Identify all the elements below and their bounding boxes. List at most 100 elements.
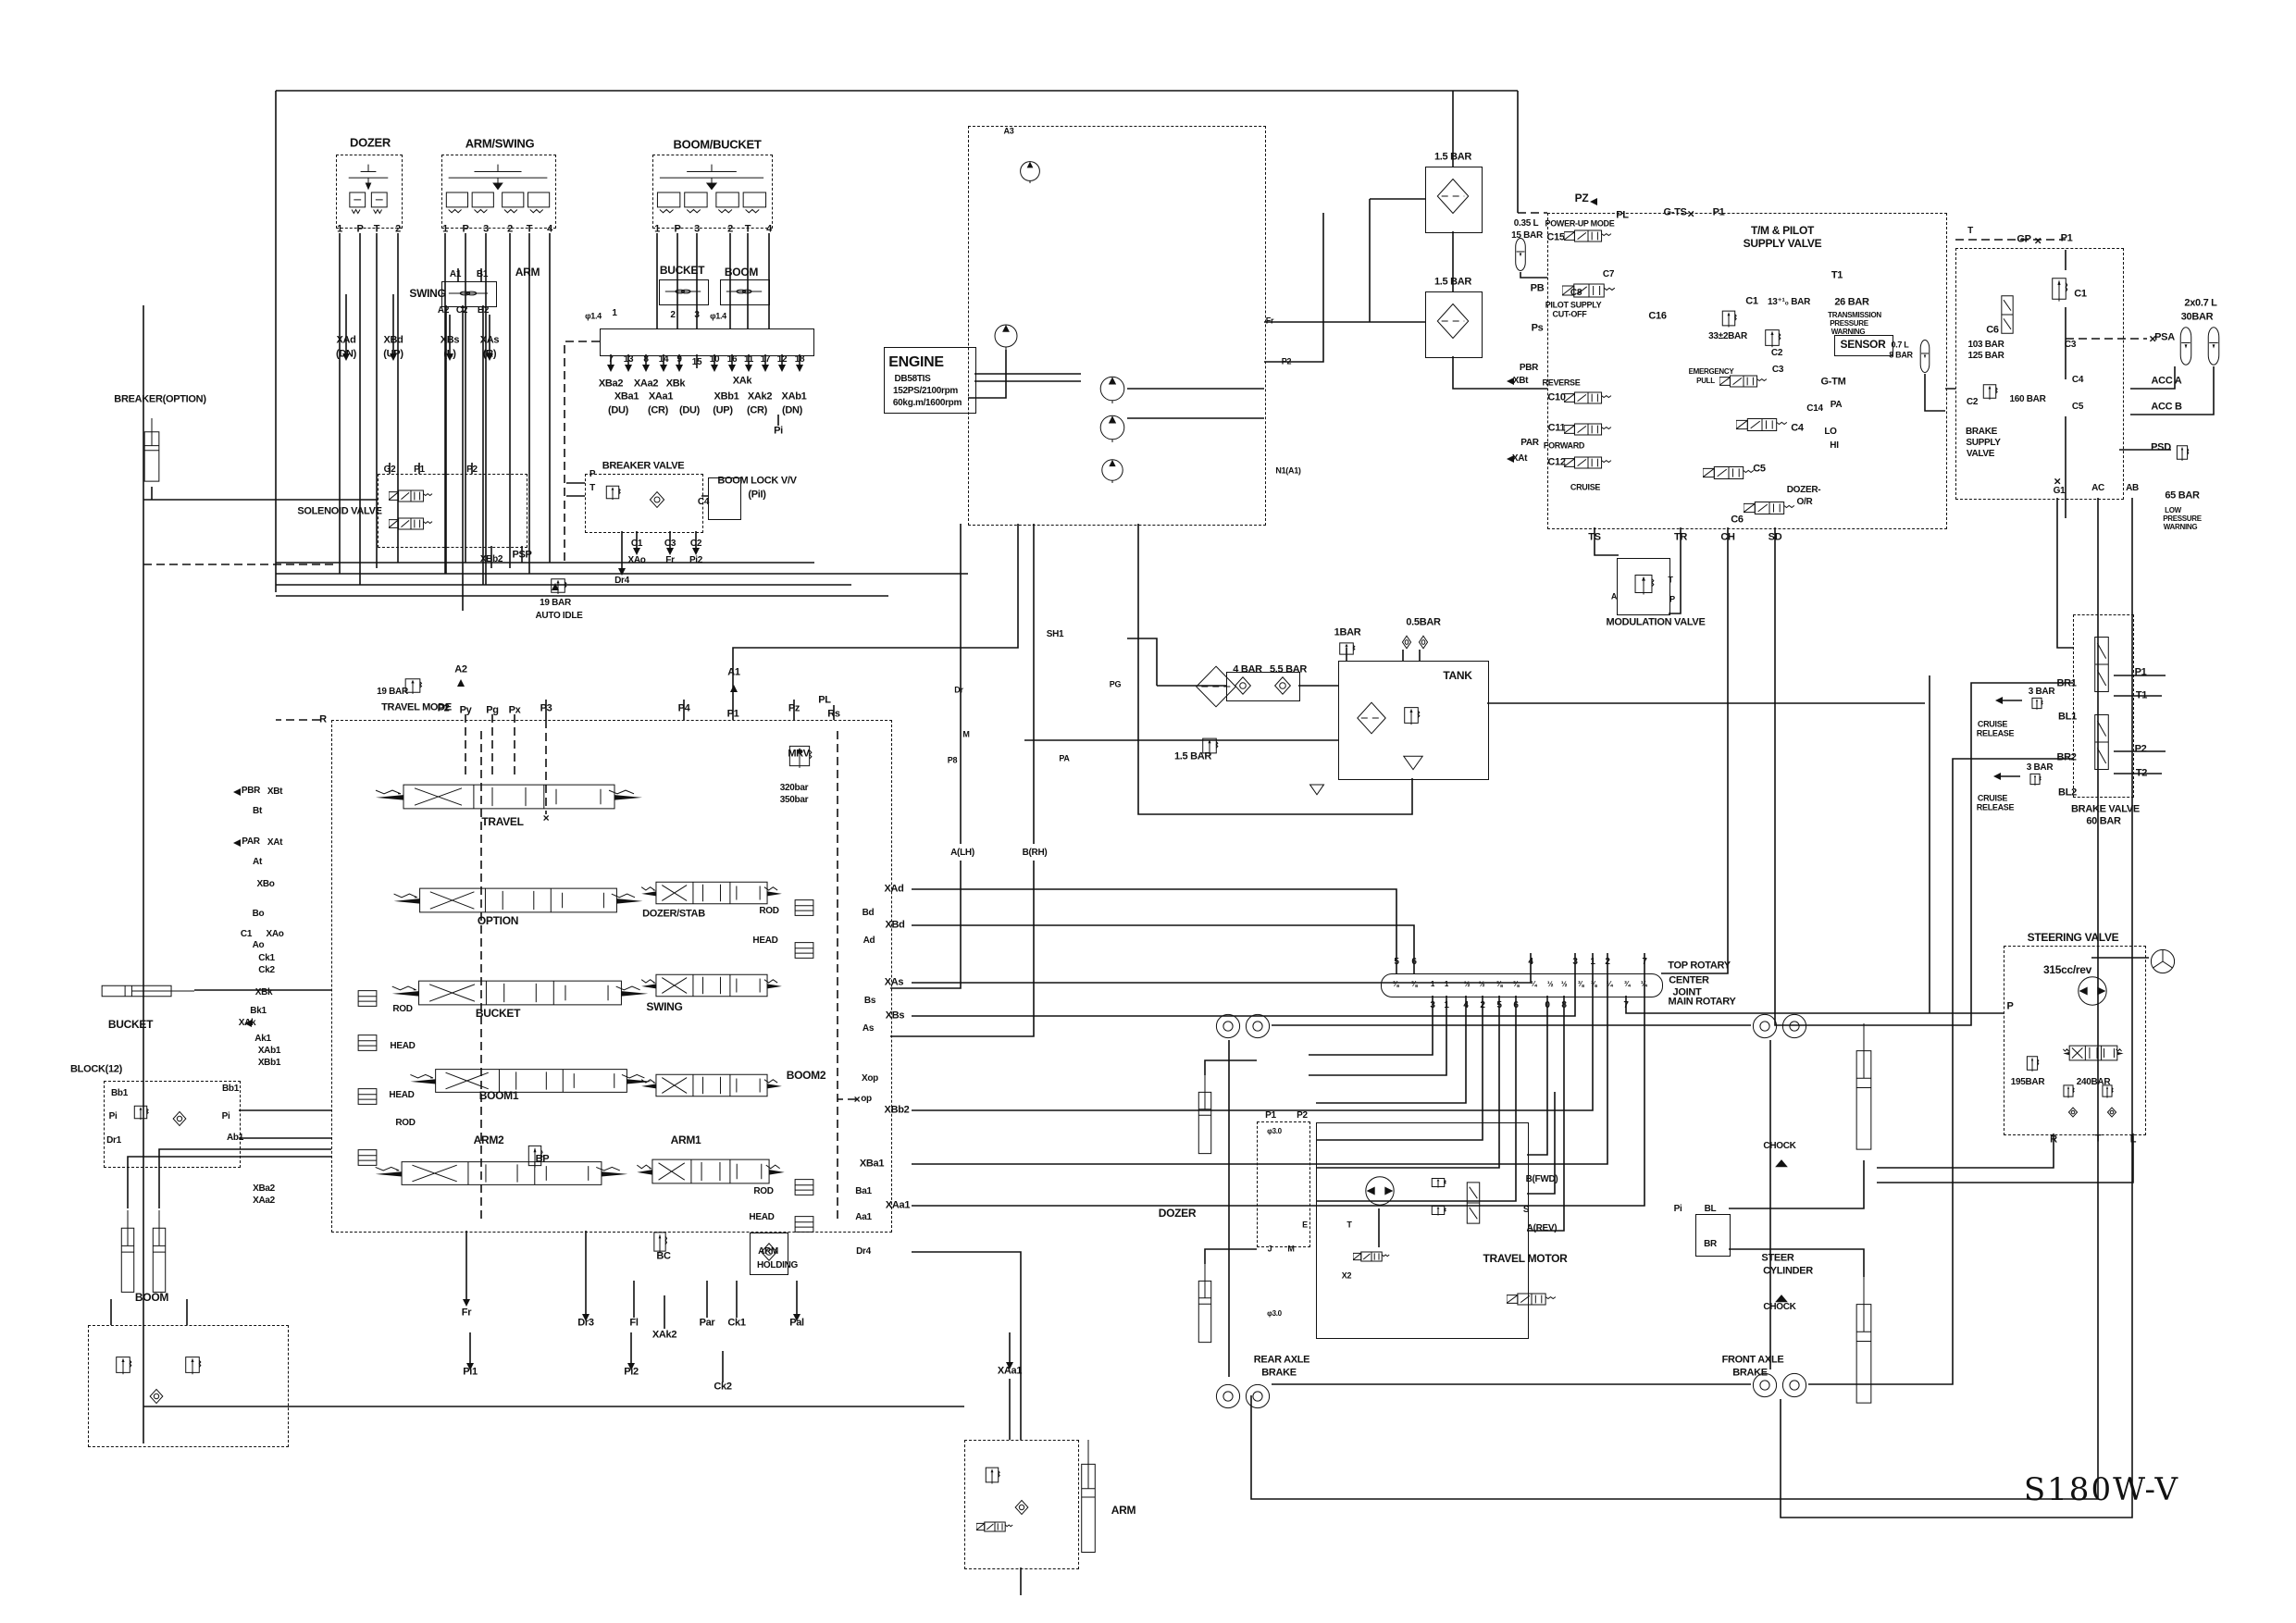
mcv-dozerstab-label: DOZER/STAB xyxy=(642,908,705,920)
main-pump-box xyxy=(968,126,1266,526)
diagram-label: N1(A1) xyxy=(1275,465,1301,476)
diagram-label: 5.5 BAR xyxy=(1269,663,1308,675)
diagram-label: CHOCK xyxy=(1763,1302,1796,1312)
diagram-label: XAo xyxy=(266,929,284,939)
diagram-label: T xyxy=(373,223,380,235)
diagram-label: XBb1 xyxy=(714,390,739,403)
diagram-label: L xyxy=(2129,1134,2137,1146)
block12-box xyxy=(104,1081,241,1168)
diagram-label: CUT-OFF xyxy=(1552,309,1587,319)
solid-wires xyxy=(110,90,2215,1595)
diagram-label: T xyxy=(1668,575,1673,585)
diagram-label: Dr3 xyxy=(577,1317,594,1329)
diagram-label: 4 BAR xyxy=(1233,663,1262,675)
check-icon xyxy=(1013,1499,1030,1516)
boom-cylinder-2-icon xyxy=(148,1210,170,1299)
diagram-label: ROD xyxy=(759,906,779,916)
diagram-label: XAo xyxy=(627,555,646,565)
diagram-label: 12 xyxy=(776,354,788,365)
diagram-label: C5 xyxy=(1753,463,1766,475)
diagram-label: ½ xyxy=(1478,980,1485,988)
gear-pump-icon xyxy=(1099,457,1125,483)
boom-cylinder-label: BOOM xyxy=(134,1291,169,1304)
diagram-label: A1 xyxy=(449,269,462,279)
engine-box xyxy=(884,347,976,414)
diagram-label: 19 BAR xyxy=(377,687,408,697)
diagram-label: × xyxy=(2149,331,2156,346)
diagram-label: 1 xyxy=(1430,980,1435,988)
diagram-label: XBa2 xyxy=(598,378,624,390)
diagram-label: P8 xyxy=(947,755,958,765)
diagram-label: P1 xyxy=(726,708,739,720)
boom1-spool-icon xyxy=(405,1060,657,1101)
diagram-label: XBa1 xyxy=(614,390,639,403)
wheel-icon xyxy=(1214,1382,1242,1410)
boom-cylinder-1-icon xyxy=(117,1210,139,1299)
diagram-label: AC xyxy=(2091,483,2104,493)
diagram-label: TR xyxy=(1673,531,1688,543)
diagram-label: WARNING xyxy=(1831,328,1866,336)
diagram-label: Pal xyxy=(789,1317,804,1329)
mcv-option-label: OPTION xyxy=(477,914,519,927)
diagram-label: C15 xyxy=(1546,231,1565,243)
diagram-label: Pi xyxy=(221,1111,230,1121)
diagram-label: T xyxy=(744,223,751,235)
diagram-label: P2 xyxy=(1297,1110,1308,1121)
diagram-label: 7 xyxy=(608,354,614,365)
diagram-label: Ak1 xyxy=(254,1034,271,1044)
diagram-label: 60 BAR xyxy=(2086,815,2121,827)
diagram-label: PULL xyxy=(1696,377,1715,385)
diagram-label: 9 xyxy=(676,354,682,365)
dashed-wires xyxy=(143,212,2147,1221)
orif-icon xyxy=(355,1147,379,1168)
diagram-label: XAd xyxy=(336,334,356,346)
diagram-label: P4 xyxy=(677,702,690,714)
dozer-cylinder-label: DOZER xyxy=(1158,1207,1197,1220)
diagram-label: BR2 xyxy=(2056,751,2077,763)
diagram-label: 350bar xyxy=(779,795,809,805)
diagram-label: P xyxy=(2006,1000,2014,1012)
mcv-bucket-label: BUCKET xyxy=(475,1007,521,1020)
diagram-label: ACC B xyxy=(2151,401,2182,413)
diagram-label: C1 xyxy=(1745,295,1758,307)
diagram-label: R xyxy=(319,713,327,725)
diagram-label: BL xyxy=(1704,1204,1717,1214)
diagram-label: BC xyxy=(656,1250,671,1262)
steering-valve-title: STEERING VALVE xyxy=(2027,931,2119,944)
diagram-label: Fr xyxy=(461,1307,472,1319)
diagram-label: 5 xyxy=(1496,1000,1502,1010)
diagram-label: (DN) xyxy=(335,348,357,360)
engine-title: ENGINE xyxy=(888,354,944,370)
diagram-label: Pi xyxy=(108,1111,118,1121)
diagram-label: P1 xyxy=(414,465,425,475)
diagram-label: (UP) xyxy=(713,404,733,416)
diagram-label: Ck1 xyxy=(258,953,275,963)
boombucket-pilot-controller-icon xyxy=(655,162,768,223)
pilot-filter-2-icon xyxy=(1433,301,1473,341)
diagram-label: XBk xyxy=(254,987,273,997)
diagram-label: HEAD xyxy=(749,1212,775,1222)
diagram-label: POWER-UP MODE xyxy=(1545,218,1615,229)
diagram-label: RELEASE xyxy=(1976,728,2015,738)
diagram-label: 8 xyxy=(1561,1000,1567,1010)
diagram-label: × xyxy=(542,812,550,824)
diagram-label: 3 BAR xyxy=(2026,762,2054,773)
travel-spool-icon xyxy=(370,775,648,818)
diagram-label: Ao xyxy=(252,940,265,950)
steering-wheel-icon xyxy=(2149,948,2177,975)
diagram-label: T2 xyxy=(2135,767,2148,779)
diagram-label: 17 xyxy=(760,354,771,365)
tank-symbol-icon xyxy=(1307,781,1327,798)
steer-cylinder-2-icon xyxy=(1851,1277,1877,1414)
diagram-label: 2 xyxy=(1605,957,1610,967)
travel-motor-icon xyxy=(1362,1173,1397,1208)
orif-icon xyxy=(792,940,816,960)
diagram-label: 11 xyxy=(744,354,753,365)
cruise-release-2-icon xyxy=(2027,770,2043,788)
orif-icon xyxy=(355,1033,379,1053)
diagram-label: C3 xyxy=(664,539,676,549)
diagram-label: Pi1 xyxy=(463,1366,478,1378)
diagram-label: 1 xyxy=(442,223,448,235)
diagram-label: JOINT xyxy=(1672,986,1702,998)
diagram-label: ⅜ xyxy=(1410,980,1418,988)
